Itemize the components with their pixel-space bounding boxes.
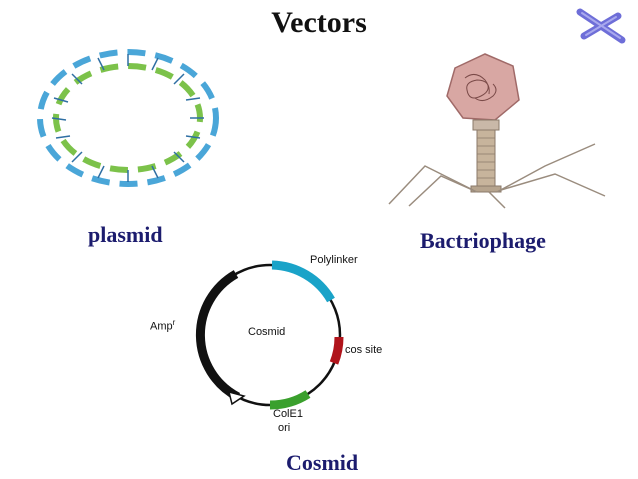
- slide-title: Vectors: [271, 6, 367, 39]
- chromosome-icon: [576, 8, 626, 44]
- plasmid-label: plasmid: [88, 222, 163, 247]
- bacteriophage-label: Bactriophage: [420, 228, 546, 253]
- amp-label-text: Amp: [150, 320, 173, 333]
- cosmid-label: Cosmid: [286, 450, 359, 475]
- polylinker-label: Polylinker: [310, 254, 358, 266]
- cosmid-center-label: Cosmid: [248, 326, 286, 338]
- bacteriophage-icon: [388, 53, 606, 209]
- amp-label-superscript: r: [172, 318, 176, 327]
- ori-label: ori: [278, 422, 291, 434]
- amp-label: Ampr: [150, 318, 175, 333]
- cos-site-label: cos site: [345, 344, 383, 356]
- dna-ring-icon: [37, 49, 219, 187]
- cole1-label: ColE1: [273, 408, 303, 420]
